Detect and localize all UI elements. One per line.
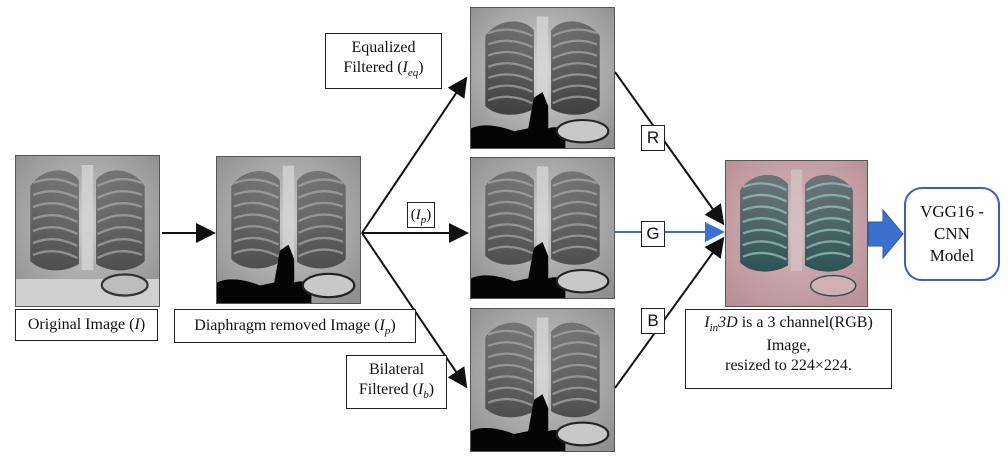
desc-rest: is a 3 channel(RGB) Image,: [737, 314, 873, 354]
g-channel-tag: G: [641, 221, 665, 247]
label-open: (: [410, 207, 416, 223]
diaphragm-removed-label: Diaphragm removed Image (Ip): [174, 309, 416, 343]
arrow-to-equalized: [361, 76, 468, 234]
label-sub: eq: [407, 67, 419, 79]
label-close: ): [418, 59, 424, 76]
original-xray-image: [15, 155, 160, 307]
bilateral-xray-image: [470, 308, 615, 452]
vgg16-cnn-model-box: VGG16 - CNN Model: [904, 187, 1000, 281]
label-line2: Filtered (Ieq): [326, 58, 441, 81]
r-channel-tag: R: [641, 125, 665, 151]
label-var: I: [379, 317, 385, 334]
output-description: Iin3D is a 3 channel(RGB) Image, resized…: [685, 309, 892, 389]
label-line2: Filtered (Ib): [347, 380, 446, 403]
rgb-combined-xray-image: [725, 160, 868, 307]
label-text: Filtered (: [343, 59, 403, 76]
label-sub: p: [420, 214, 427, 226]
label-close: ): [426, 207, 432, 223]
line-b-channel: [614, 236, 725, 389]
label-close: ): [139, 316, 146, 333]
label-text: Original Image (: [27, 316, 135, 333]
label-var: I: [417, 381, 424, 398]
label-sub: p: [384, 325, 391, 337]
line-r-channel: [614, 71, 725, 226]
label-text: Filtered (: [358, 381, 418, 398]
label-var: I: [402, 59, 408, 76]
block-arrow-to-vgg: [867, 208, 904, 260]
desc-sub: in: [709, 322, 719, 334]
label-close: ): [390, 317, 396, 334]
b-channel-tag: B: [641, 308, 665, 334]
ip-xray-image: [470, 157, 615, 299]
desc-line1: Iin3D is a 3 channel(RGB) Image,: [686, 313, 891, 356]
label-line1: Bilateral: [368, 361, 425, 378]
ip-label: (Ip): [407, 202, 435, 228]
label-var: I: [415, 207, 421, 223]
label-line1: Equalized: [351, 39, 416, 56]
label-sub: b: [423, 389, 429, 401]
label-text: Diaphragm removed Image (: [194, 317, 380, 334]
desc-line2: resized to 224×224.: [725, 356, 852, 374]
desc-var: I: [704, 314, 710, 331]
desc-tail: 3D: [718, 314, 738, 331]
equalized-filtered-label: Equalized Filtered (Ieq): [325, 33, 442, 89]
diaphragm-removed-xray-image: [216, 156, 361, 304]
equalized-xray-image: [470, 7, 615, 149]
label-var: I: [134, 316, 140, 333]
original-image-label: Original Image (I): [15, 309, 158, 341]
label-close: ): [428, 381, 435, 398]
bilateral-filtered-label: Bilateral Filtered (Ib): [346, 355, 447, 409]
